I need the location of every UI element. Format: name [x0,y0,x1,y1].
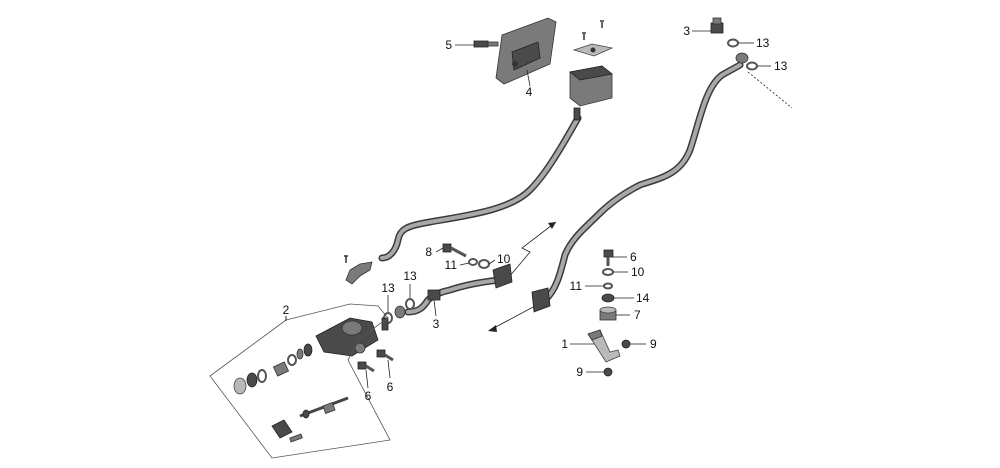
direction-arrow-lower [488,305,536,332]
washer-11-upper [468,258,478,266]
callout-6-lower-b: 6 [365,389,372,403]
callout-13-mid: 13 [403,269,417,283]
bleeder-fitting [344,255,373,285]
callout-9-right: 9 [650,337,657,351]
grommet-14 [601,293,615,303]
washer-top-b [746,61,758,71]
callout-10-right: 10 [631,265,645,279]
callout-9-bottom: 9 [576,365,583,379]
callout-13-top-b: 13 [774,59,788,73]
banjo-bolt-top [710,17,724,34]
push-rod [299,396,349,419]
callout-14: 14 [636,291,650,305]
master-cylinder [315,317,389,357]
callout-13-left: 13 [381,281,395,295]
washer-10-right [602,268,614,276]
piston-seal-set [233,343,313,395]
callout-3-top: 3 [683,24,690,38]
callout-3-left: 3 [433,317,440,331]
bolt-8 [442,243,467,258]
leader-lines [285,30,771,389]
callout-6-lower-a: 6 [387,380,394,394]
direction-arrow-upper [507,221,557,279]
mounting-bracket-1 [587,329,621,363]
bolt-6-lower-a [376,349,394,362]
bolt-5 [473,40,499,48]
hydraulic-line-upper [378,114,582,262]
callout-4: 4 [526,85,533,99]
nut-9-bottom [603,367,613,377]
washer-13-mid [405,298,415,310]
washer-11-right [603,282,613,290]
banjo-fitting-top [735,52,749,64]
callout-labels: 1 2 3 3 4 5 6 6 6 7 8 9 9 10 10 11 11 13… [283,24,788,403]
callout-7: 7 [634,308,641,322]
callout-1: 1 [561,337,568,351]
bushing-7 [599,306,617,321]
nut-9-right [621,339,631,349]
callout-8: 8 [425,245,432,259]
bolt-6-lower-b [357,361,375,373]
callout-11-upper: 11 [445,258,458,272]
small-screw-b [600,20,604,28]
washer-top-a [727,38,739,48]
callout-2: 2 [283,303,290,317]
hydraulic-line-lower [404,276,504,316]
small-screw-a [582,32,586,40]
line-clamp-right [531,287,551,313]
callout-11-right: 11 [570,279,583,293]
callout-6-right: 6 [630,250,637,264]
hydraulic-line-right [541,61,744,304]
callout-10-upper: 10 [497,252,511,266]
callout-5: 5 [445,38,452,52]
banjo-fitting-left [394,305,406,319]
line-clamp-left [492,263,513,289]
reservoir-cover [495,17,557,85]
clevis [271,419,303,443]
washer-10-upper [478,259,490,269]
fluid-reservoir [569,43,614,121]
banjo-bolt-left [427,289,441,301]
direction-arrow-topright [747,71,793,109]
callout-13-top-a: 13 [756,36,770,50]
bolt-6-right [603,249,614,266]
